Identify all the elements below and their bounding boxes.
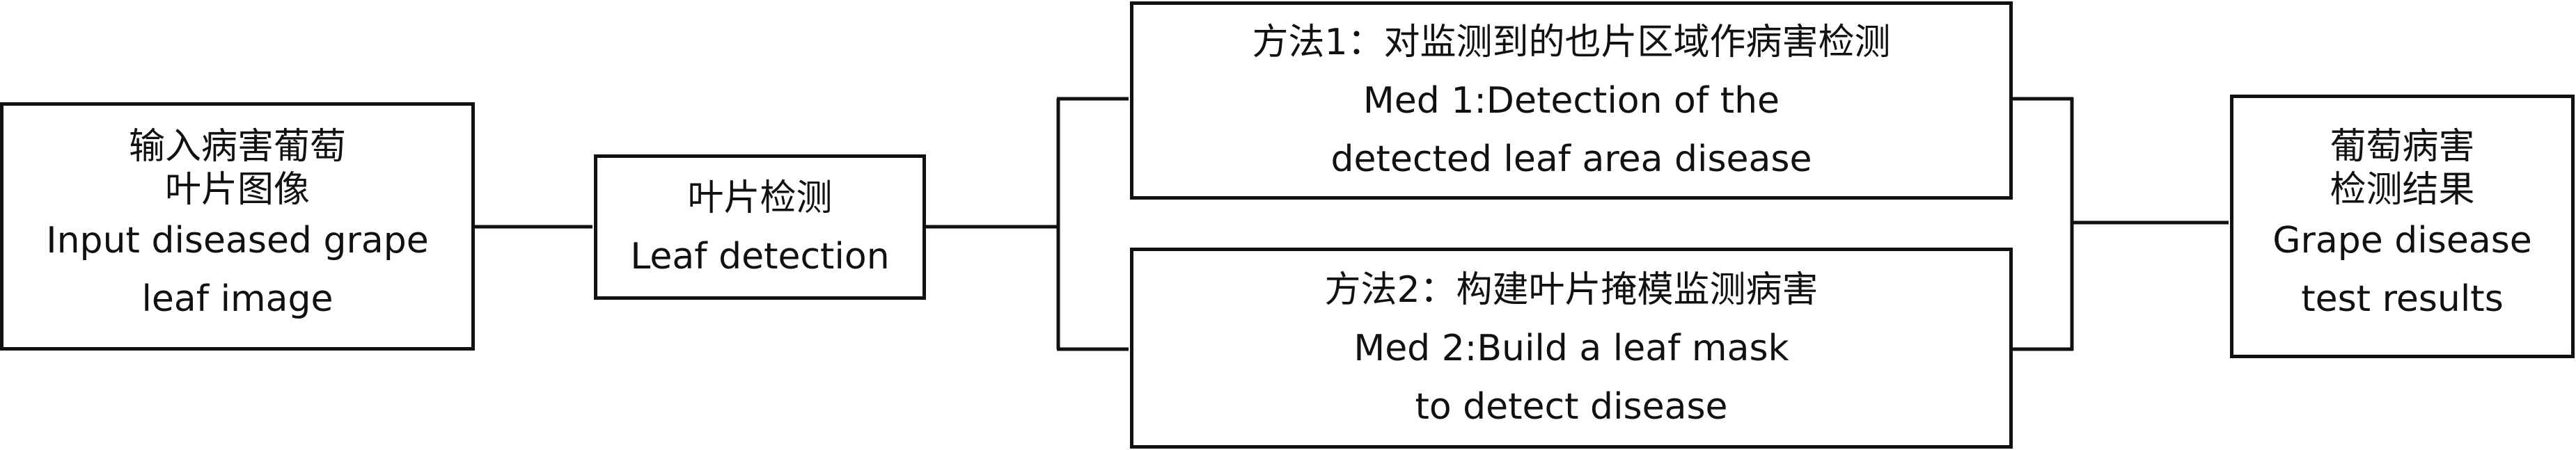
method1-label-en-1: Med 1:Detection of the [1362, 79, 1780, 122]
result-label-cn-2: 检测结果 [2330, 168, 2475, 211]
method1-label-en-2: detected leaf area disease [1330, 138, 1812, 180]
leaf-label-en: Leaf detection [630, 235, 890, 278]
method2-label-en-1: Med 2:Build a leaf mask [1353, 327, 1789, 369]
input-label-en-2: leaf image [141, 278, 333, 320]
result-box: 葡萄病害 检测结果 Grape disease test results [2230, 95, 2575, 358]
result-label-en-2: test results [2301, 278, 2504, 320]
input-label-cn-1: 输入病害葡萄 [128, 125, 346, 168]
result-label-en-1: Grape disease [2272, 219, 2532, 262]
method1-box: 方法1：对监测到的也片区域作病害检测 Med 1:Detection of th… [1130, 1, 2013, 200]
method2-label-en-2: to detect disease [1415, 385, 1728, 428]
method2-box: 方法2：构建叶片掩模监测病害 Med 2:Build a leaf mask t… [1130, 248, 2013, 449]
leaf-detection-box: 叶片检测 Leaf detection [594, 154, 926, 300]
method2-label-cn: 方法2：构建叶片掩模监测病害 [1324, 268, 1819, 311]
input-label-en-1: Input diseased grape [46, 219, 429, 262]
method1-label-cn: 方法1：对监测到的也片区域作病害检测 [1252, 21, 1891, 63]
result-label-cn-1: 葡萄病害 [2330, 125, 2475, 168]
input-image-box: 输入病害葡萄 叶片图像 Input diseased grape leaf im… [0, 102, 475, 351]
input-label-cn-2: 叶片图像 [164, 168, 310, 211]
leaf-label-cn: 叶片检测 [687, 177, 833, 219]
